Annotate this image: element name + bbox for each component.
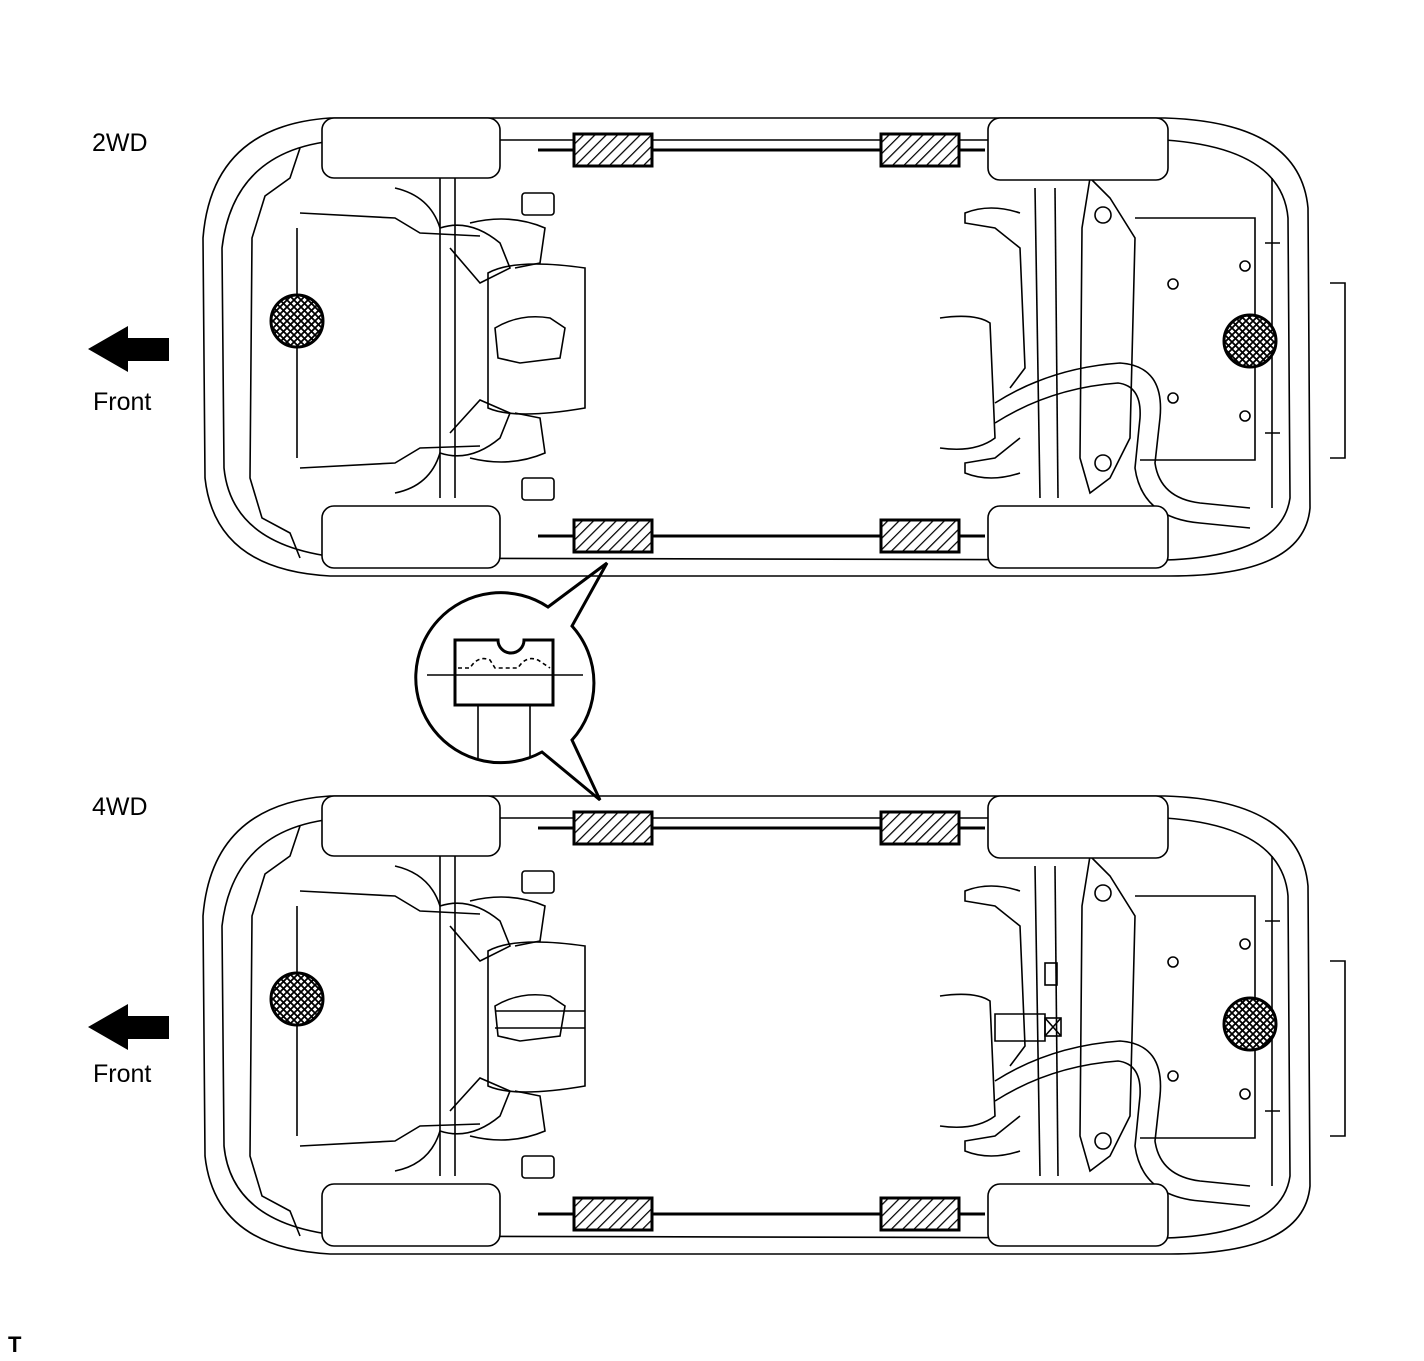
jack-point-rear-2wd <box>1222 313 1278 369</box>
jack-point-front-2wd <box>269 293 325 349</box>
underbody-4wd <box>201 794 1347 1256</box>
lift-pad-rear-right-2wd <box>879 518 961 554</box>
vehicle-4wd: 4WD Front <box>88 793 1347 1256</box>
front-label-4wd: Front <box>93 1060 151 1088</box>
lift-pad-front-right-4wd <box>572 1196 654 1232</box>
underbody-2wd <box>201 116 1347 578</box>
jack-point-rear-4wd <box>1222 996 1278 1052</box>
vehicle-2wd: 2WD Front <box>88 116 1347 578</box>
lift-pad-detail-callout <box>414 561 609 802</box>
front-direction-arrow-4wd <box>88 1004 169 1050</box>
variant-label-4wd: 4WD <box>92 793 148 821</box>
front-direction-arrow-2wd <box>88 326 169 372</box>
lift-pad-rear-left-2wd <box>879 132 961 168</box>
lift-pad-rear-left-4wd <box>879 810 961 846</box>
corner-mark: T <box>8 1332 22 1357</box>
front-label-2wd: Front <box>93 388 151 416</box>
lift-pad-front-left-2wd <box>572 132 654 168</box>
lift-pad-front-right-2wd <box>572 518 654 554</box>
jack-point-front-4wd <box>269 971 325 1027</box>
lift-pad-rear-right-4wd <box>879 1196 961 1232</box>
variant-label-2wd: 2WD <box>92 129 148 157</box>
lift-pad-front-left-4wd <box>572 810 654 846</box>
